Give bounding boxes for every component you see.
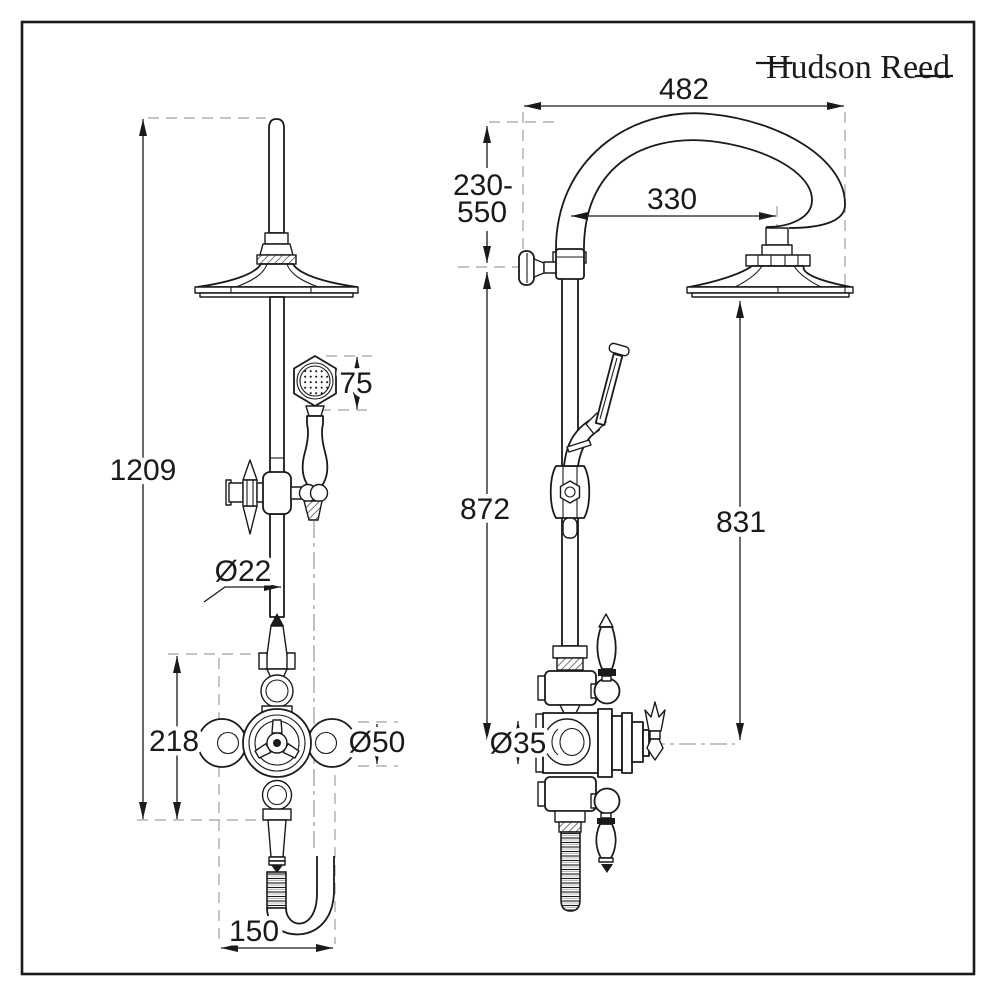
wall-bracket	[518, 248, 585, 286]
dimension-riser-height: 872	[455, 272, 515, 740]
handset-front	[293, 355, 337, 521]
dimension-overall-height-label: 1209	[110, 454, 177, 487]
slider-bracket-side	[549, 465, 591, 539]
dimension-riser-height-label: 872	[460, 493, 510, 526]
dimension-handle-diameter: Ø50	[344, 722, 410, 764]
dimension-valve-height-label: 218	[149, 725, 199, 758]
dimension-overall-height: 1209	[105, 119, 181, 819]
dimension-hose-offset: 150	[221, 911, 333, 953]
side-dimensions: 482 330 230- 550 872 831	[448, 69, 844, 765]
front-dimensions: 1209 218 75 Ø22 Ø50 150	[105, 119, 410, 953]
dimension-hose-offset-label: 150	[229, 915, 279, 948]
page-border	[20, 20, 976, 976]
swan-neck-arm	[552, 112, 846, 264]
dimension-head-height-label: 831	[716, 506, 766, 539]
thermostat-lever	[644, 701, 666, 732]
brand-logo: Hudson Reed	[756, 49, 953, 86]
shower-head-side	[686, 265, 854, 298]
dimension-adjustable-range-bottom-label: 550	[457, 196, 507, 229]
cross-handle	[225, 459, 267, 535]
dimension-arm-reach: 482	[524, 69, 844, 111]
riser-rail-front	[269, 296, 285, 618]
dimension-arm-projection: 330	[571, 179, 776, 221]
front-view: 1209 218 75 Ø22 Ø50 150	[105, 117, 410, 953]
riser-pipe-top-front	[268, 118, 285, 234]
hose-curve-inner	[285, 856, 318, 925]
thermostatic-valve-front	[197, 708, 357, 778]
dimension-handset-head: 75	[335, 357, 377, 409]
dimension-riser-diameter: Ø22	[203, 551, 281, 603]
dimension-port-diameter: Ø35	[485, 721, 551, 765]
dimension-valve-height: 218	[144, 656, 204, 819]
dimension-riser-diameter-label: Ø22	[215, 555, 272, 588]
side-extension-lines	[458, 112, 846, 745]
side-view: 482 330 230- 550 872 831	[448, 69, 854, 912]
hose-curve-outer	[266, 856, 335, 936]
head-connector-side	[745, 227, 811, 267]
dimension-adjustable-range: 230- 550	[448, 126, 518, 263]
brand-logo-text: Hudson Reed	[766, 49, 950, 86]
handset-side	[563, 342, 630, 467]
dimension-arm-projection-label: 330	[647, 183, 697, 216]
dimension-head-height: 831	[711, 301, 771, 740]
dimension-handset-head-label: 75	[339, 367, 372, 400]
head-connector-front	[256, 232, 297, 265]
slider-bracket-front	[262, 471, 304, 515]
dimension-arm-reach-label: 482	[659, 73, 709, 106]
valve-inlet-front	[258, 613, 296, 719]
shower-head-front	[194, 263, 359, 298]
dimension-adjustable-range-top-label: 230-	[453, 169, 513, 202]
dimension-handle-diameter-label: Ø50	[349, 726, 406, 759]
valve-side	[535, 613, 666, 912]
dimension-port-diameter-label: Ø35	[490, 727, 547, 760]
valve-outlet-front	[261, 779, 335, 936]
